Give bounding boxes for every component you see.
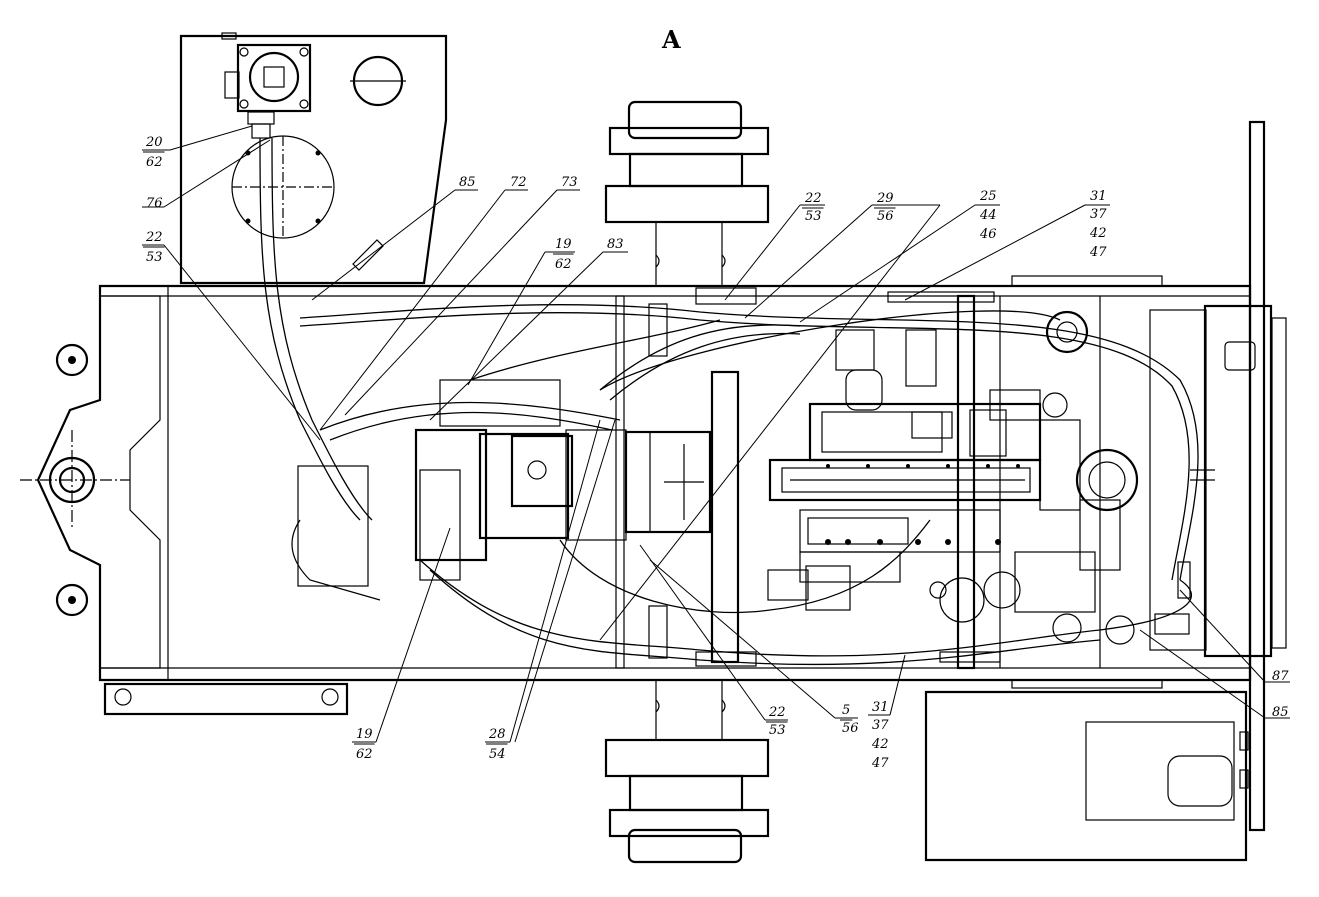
callout-22-53-top-den: 53 (805, 209, 822, 224)
callout-19-62-top-den: 62 (555, 257, 572, 272)
chassis-frame (20, 120, 1266, 862)
callout-42-bottom: 42 (871, 737, 889, 752)
callout-31-top: 31 (1090, 189, 1107, 204)
view-label: A (661, 25, 681, 54)
hydraulic-pump (291, 379, 712, 601)
callout-labels: 20 62 76 22 53 85 72 73 19 62 83 22 53 2… (143, 135, 1289, 771)
callout-5-56-den: 56 (842, 721, 859, 736)
callout-22-53-top-num: 22 (804, 191, 822, 206)
callout-37-bottom: 37 (872, 718, 889, 733)
callout-22-53-left-num: 22 (145, 230, 163, 245)
callout-76: 76 (146, 196, 163, 211)
callout-47-top: 47 (1089, 245, 1107, 260)
callout-42-top: 42 (1089, 226, 1107, 241)
callout-46: 46 (979, 227, 997, 242)
callout-87: 87 (1272, 669, 1289, 684)
callout-73: 73 (561, 175, 578, 190)
callout-19-62-bottom-num: 19 (356, 727, 373, 742)
callout-47-bottom: 47 (871, 756, 889, 771)
callout-28-54-den: 54 (489, 747, 506, 762)
hydraulic-tank (179, 32, 448, 285)
callout-37-top: 37 (1090, 207, 1107, 222)
callout-20-62-num: 20 (145, 135, 163, 150)
callout-29-56-den: 56 (877, 209, 894, 224)
frame-crossmembers (615, 287, 1101, 670)
callout-22-53-bottom-num: 22 (768, 705, 786, 720)
callout-72: 72 (510, 175, 527, 190)
callout-22-53-left-den: 53 (146, 250, 163, 265)
callout-28-54-num: 28 (488, 727, 506, 742)
engine (767, 310, 1139, 645)
radiator (1149, 304, 1287, 658)
callout-85-top: 85 (459, 175, 476, 190)
rear-axle (604, 680, 770, 864)
callout-83: 83 (607, 237, 624, 252)
hydraulic-hoses (259, 137, 1199, 666)
callout-44: 44 (979, 208, 997, 223)
callout-19-62-top-num: 19 (555, 237, 572, 252)
callout-5-56-num: 5 (842, 703, 850, 718)
callout-25: 25 (979, 189, 997, 204)
callout-85-bottom: 85 (1272, 705, 1289, 720)
front-axle (604, 100, 770, 286)
callout-leaders (142, 125, 1290, 743)
callout-31-bottom: 31 (872, 700, 889, 715)
callout-19-62-bottom-den: 62 (356, 747, 373, 762)
callout-20-62-den: 62 (146, 155, 163, 170)
callout-22-53-bottom-den: 53 (769, 723, 786, 738)
callout-29-56-num: 29 (876, 191, 894, 206)
